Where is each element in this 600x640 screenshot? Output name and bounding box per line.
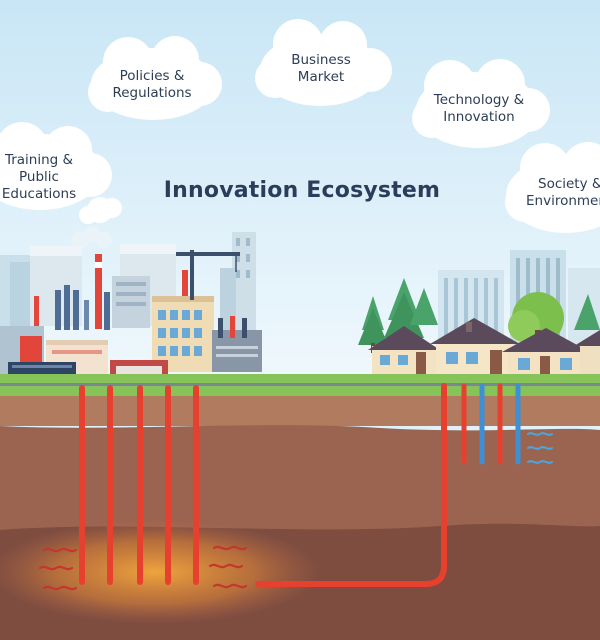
business-line-2: Market	[297, 69, 345, 85]
residential-hot-pipe	[255, 383, 447, 587]
heat-wave-icons	[38, 545, 248, 591]
society-line-2: Environment	[526, 193, 600, 209]
training-line-3: Educations	[1, 186, 77, 202]
business-line-1: Business	[291, 52, 351, 68]
society-line-1: Society &	[538, 176, 600, 192]
geothermal-heat-zone	[0, 520, 320, 624]
cloud-label-training: Training & Public Educations	[0, 152, 84, 203]
cloud-label-technology: Technology & Innovation	[424, 92, 534, 126]
soil-top	[0, 396, 600, 426]
soil-middle	[0, 425, 600, 530]
geothermal-hot-pipes	[79, 385, 199, 585]
cloud-policies	[88, 36, 222, 120]
cloud-label-business: Business Market	[278, 52, 364, 86]
cloud-label-society: Society & Environment	[526, 176, 600, 210]
technology-line-1: Technology &	[433, 92, 525, 108]
road	[0, 383, 600, 386]
factory-complex	[0, 226, 262, 382]
cloud-technology	[412, 59, 550, 148]
cloud-training	[0, 122, 122, 224]
technology-line-2: Innovation	[443, 109, 515, 125]
residential-short-pipes	[461, 383, 521, 465]
policies-line-2: Regulations	[112, 85, 192, 101]
cloud-society	[505, 142, 600, 233]
training-line-1: Training &	[4, 152, 74, 168]
cloud-label-policies: Policies & Regulations	[104, 68, 200, 102]
cool-wave-icons	[527, 432, 553, 464]
trees	[358, 278, 600, 360]
diagram-title: Innovation Ecosystem	[163, 178, 441, 203]
cloud-business	[255, 19, 392, 106]
training-line-2: Public	[19, 169, 59, 185]
policies-line-1: Policies &	[119, 68, 185, 84]
